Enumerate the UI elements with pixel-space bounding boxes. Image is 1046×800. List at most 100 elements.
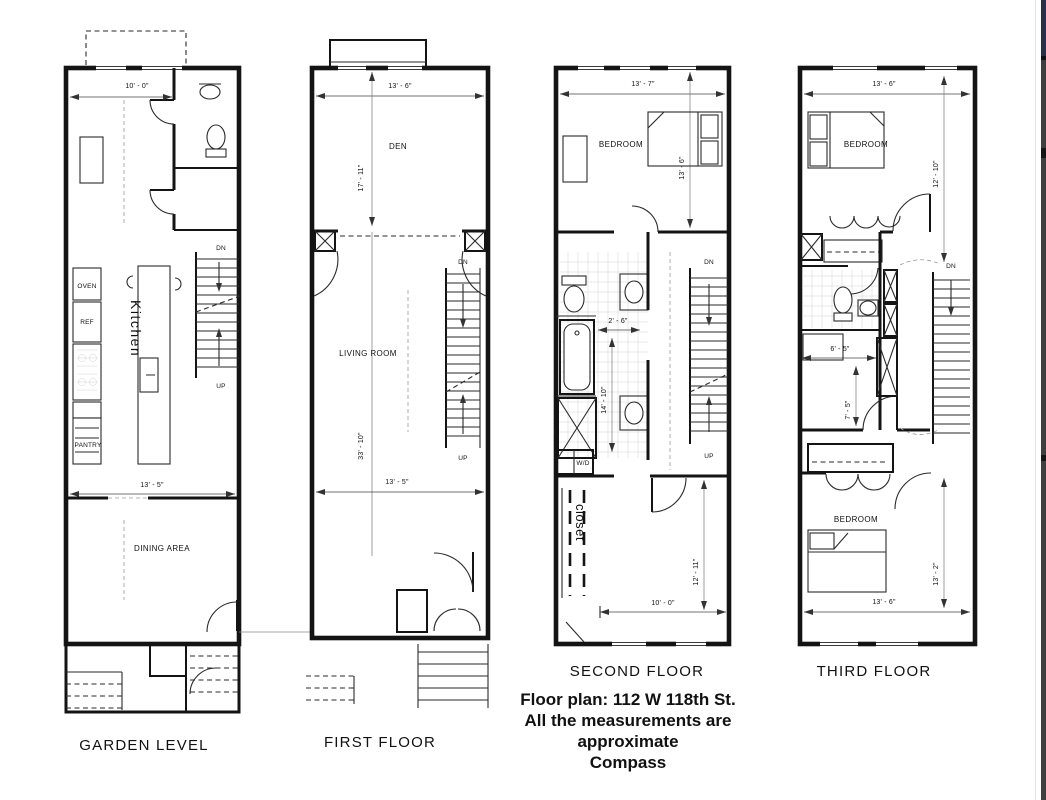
window-edge-artifact (1035, 0, 1046, 800)
caption-first-floor: FIRST FLOOR (324, 734, 436, 751)
hidden-outline (899, 259, 941, 435)
pantry-cabinet (72, 417, 102, 465)
kitchen-island (126, 265, 182, 465)
dresser (562, 135, 588, 183)
dim-front-depth: 12' - 10" (933, 160, 940, 188)
refrigerator (72, 301, 102, 343)
deck-outline (85, 30, 187, 68)
stoop-steps (306, 644, 489, 708)
stairs: DN UP (195, 245, 241, 390)
rear-windows (612, 639, 706, 649)
dim-rear-depth: 13' - 2" (933, 562, 940, 586)
bed (647, 111, 723, 167)
toilet (833, 286, 853, 314)
range (72, 343, 102, 401)
vanity (857, 299, 879, 317)
front-dims: 13' - 6" 12' - 10" (804, 76, 970, 262)
archway (312, 229, 488, 297)
dining-area-label: DINING AREA (134, 544, 190, 553)
sink (624, 401, 644, 425)
stairs-dn-label: DN (946, 263, 956, 270)
caption-garden-level: GARDEN LEVEL (79, 737, 208, 754)
ref-label: REF (80, 319, 94, 326)
note-line-measurements: All the measurements are (525, 711, 732, 730)
stairs-dn-label: DN (216, 245, 226, 252)
caption-third-floor: THIRD FLOOR (817, 663, 932, 680)
dim-rear-width: 10' - 0" (651, 600, 675, 607)
closet-wall (568, 490, 586, 596)
living-room-label: LIVING ROOM (339, 349, 397, 358)
living-width-dim: 13' - 5" (316, 479, 484, 495)
rear-door (565, 621, 585, 643)
bathtub (559, 319, 595, 395)
shafts (876, 269, 898, 397)
note-line-brand: Compass (590, 753, 667, 772)
bed (807, 529, 887, 593)
den-dims: 13' - 6" 17' - 11" (316, 72, 484, 226)
stairs-up-label: UP (704, 453, 713, 460)
bathroom: 2' - 6" 14' - 10" (556, 232, 650, 460)
dim-rear-depth: 12' - 11" (693, 558, 700, 585)
dim-bath-depth: 7' - 5" (845, 400, 852, 420)
rear-bedroom: closet 10' - 0" 12' - 11" (556, 474, 729, 643)
toilet (206, 124, 226, 150)
note-line-address: Floor plan: 112 W 118th St. (520, 690, 735, 709)
closet (396, 589, 428, 633)
exterior-steps (66, 671, 123, 710)
counter (72, 401, 102, 419)
front-windows (833, 63, 957, 73)
bedroom-wall (556, 205, 729, 234)
dim-front-depth: 13' - 6" (679, 156, 686, 180)
oven (72, 267, 102, 301)
second-floor-plan: 13' - 7" 13' - 6" BEDROOM (553, 63, 732, 680)
front-windows (338, 63, 422, 73)
front-dim: 10' - 0" (70, 83, 172, 600)
dim-rear-width: 13' - 6" (872, 599, 896, 606)
bathroom (199, 83, 227, 158)
dining-area: DINING AREA (66, 496, 239, 633)
oven-label: OVEN (77, 283, 96, 290)
dim-living-depth: 33' - 10" (358, 432, 365, 460)
stairs: DN UP (445, 259, 481, 462)
stairs-dn-label: DN (458, 259, 468, 266)
bed (807, 111, 885, 169)
bedroom-rear-label: BEDROOM (834, 515, 878, 524)
third-floor-plan: 13' - 6" 12' - 10" BEDROOM (797, 63, 978, 680)
closet-label: closet (573, 504, 588, 541)
front-windows (96, 63, 182, 73)
sink (624, 280, 644, 304)
dim-den-width: 13' - 6" (388, 83, 412, 90)
pantry-label: PANTRY (75, 442, 102, 449)
laundry: W/D (554, 449, 594, 475)
kitchen-width-dim: 13' - 5" (70, 482, 235, 497)
dim-bath-width: 6' - 5" (830, 346, 850, 353)
kitchen-appliances: OVEN REF PANTRY (72, 136, 104, 465)
front-bedroom-door (880, 193, 931, 234)
dim-front-width: 13' - 6" (872, 81, 896, 88)
note-block: Floor plan: 112 W 118th St. All the meas… (520, 690, 735, 772)
rear-bedroom: BEDROOM 13' - 6" 13' - 2" (800, 443, 970, 615)
toilet (563, 285, 585, 313)
sink (859, 300, 877, 316)
bedroom-front-label: BEDROOM (844, 140, 888, 149)
counter (79, 136, 104, 184)
dim-hall-width: 2' - 6" (608, 318, 628, 325)
dim-living-width: 13' - 5" (385, 479, 409, 486)
entry-vestibule (64, 644, 241, 714)
hall-wall-and-doors (149, 68, 239, 231)
stairs-dn-label: DN (704, 259, 714, 266)
dresser (802, 333, 844, 361)
caption-second-floor: SECOND FLOOR (570, 663, 704, 680)
dim-front-width: 10' - 0" (125, 83, 149, 90)
rear-windows (820, 639, 918, 649)
front-windows (578, 63, 696, 73)
stairs: DN UP (669, 252, 729, 470)
note-line-approximate: approximate (577, 732, 678, 751)
first-floor-plan: 13' - 6" 17' - 11" DEN LIVING ROOM 33' -… (306, 39, 491, 751)
stairs: DN (932, 263, 970, 444)
garden-level-plan: DN UP OVEN REF PANTRY Kitchen (63, 30, 312, 754)
entry-foyer (396, 552, 481, 633)
washer-dryer-label: W/D (576, 460, 589, 467)
